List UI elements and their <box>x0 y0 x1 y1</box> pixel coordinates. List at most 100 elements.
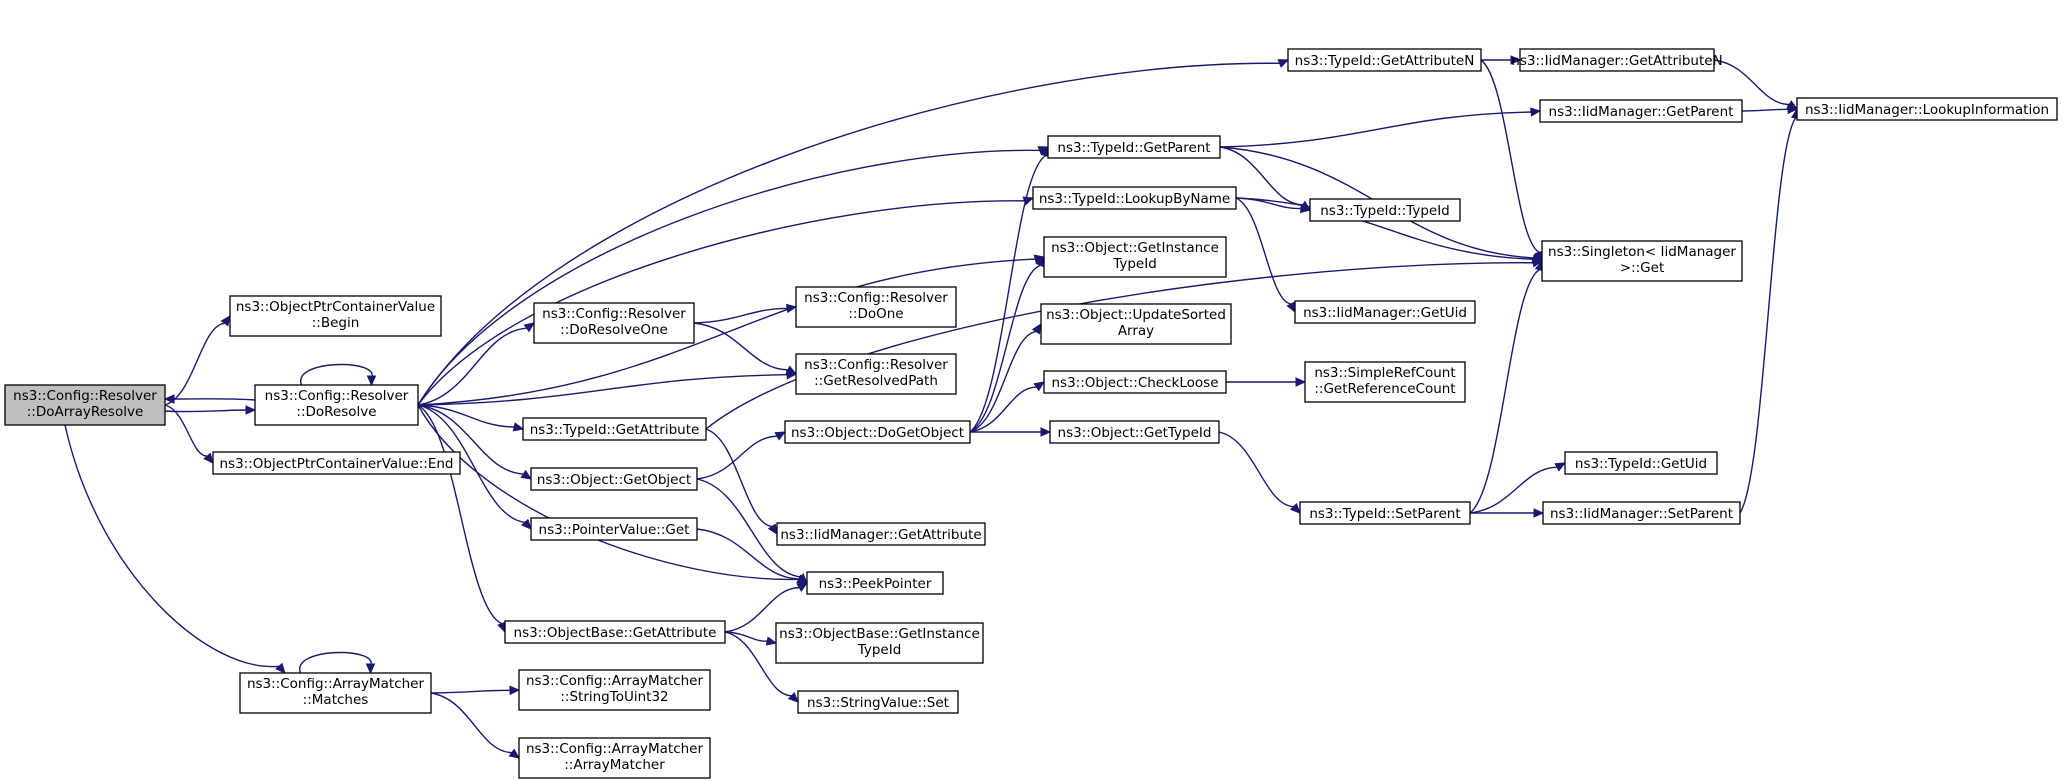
node-do-resolve[interactable]: ns3::Config::Resolver::DoResolve <box>254 384 419 426</box>
node-label-line: ns3::Config::Resolver <box>542 306 686 322</box>
node-string-to-uint32[interactable]: ns3::Config::ArrayMatcher::StringToUint3… <box>518 669 711 711</box>
edge-tid-get-attribute-to-iid-get-attribute <box>705 428 778 536</box>
edge-tid-get-attribute-n-to-iid-get-attribute-n <box>1481 55 1522 65</box>
edge-do-resolve-to-do-resolve-one <box>417 322 536 406</box>
node-tid-lookup-by-name[interactable]: ns3::TypeId::LookupByName <box>1032 186 1237 210</box>
node-label-line: ns3::Object::GetTypeId <box>1058 425 1212 441</box>
node-box <box>1539 99 1743 123</box>
node-box <box>1796 97 2058 121</box>
node-box <box>795 286 957 328</box>
node-ptr-end[interactable]: ns3::ObjectPtrContainerValue::End <box>212 451 461 475</box>
node-get-resolved-path[interactable]: ns3::Config::Resolver::GetResolvedPath <box>795 353 957 395</box>
node-peek-pointer[interactable]: ns3::PeekPointer <box>806 571 944 595</box>
arrowhead-icon <box>1530 107 1542 117</box>
node-box <box>239 672 432 714</box>
node-obj-get-object[interactable]: ns3::Object::GetObject <box>530 467 698 491</box>
edge-line <box>969 264 1041 433</box>
node-matches[interactable]: ns3::Config::ArrayMatcher::Matches <box>239 672 432 714</box>
node-tid-type-id[interactable]: ns3::TypeId::TypeId <box>1309 198 1461 222</box>
node-do-get-object[interactable]: ns3::Object::DoGetObject <box>784 420 971 444</box>
node-do-array-resolve[interactable]: ns3::Config::Resolver::DoArrayResolve <box>4 384 166 426</box>
arrowhead-icon <box>163 394 175 404</box>
node-iid-get-attribute-n[interactable]: ns3::IidManager::GetAttributeN <box>1511 48 1723 72</box>
edge-do-resolve-to-tid-get-attribute-n <box>417 59 1290 406</box>
arrowhead-icon <box>521 518 532 530</box>
arrowhead-icon <box>512 422 525 432</box>
node-ptr-value-get[interactable]: ns3::PointerValue::Get <box>530 517 698 541</box>
node-box <box>1287 48 1482 72</box>
edge-line <box>1480 59 1540 254</box>
node-box <box>254 384 419 426</box>
edge-line <box>693 322 788 371</box>
arrowhead-icon <box>1554 462 1567 472</box>
arrowhead-icon <box>508 748 520 759</box>
edge-tid-get-parent-to-iid-get-parent <box>1219 107 1542 148</box>
node-label-line: ns3::Object::DoGetObject <box>791 425 964 441</box>
edge-line <box>1218 431 1294 508</box>
node-obj-check-loose[interactable]: ns3::Object::CheckLoose <box>1043 370 1227 394</box>
arrowhead-icon <box>1531 254 1544 264</box>
edge-line <box>1739 117 1797 514</box>
edge-tid-lookup-by-name-to-iid-get-uid <box>1235 197 1296 314</box>
node-label-line: ::StringToUint32 <box>560 689 668 705</box>
node-box <box>212 451 461 475</box>
node-box <box>1564 451 1718 475</box>
node-label-line: ::DoResolveOne <box>560 322 668 338</box>
edge-obj-get-type-id-to-tid-set-parent <box>1218 431 1301 514</box>
node-tid-get-uid[interactable]: ns3::TypeId::GetUid <box>1564 451 1718 475</box>
edge-tid-get-attribute-n-to-singleton-get <box>1480 59 1544 263</box>
node-label-line: >::Get <box>1620 260 1664 276</box>
arrowhead-icon <box>1295 377 1307 387</box>
node-box <box>795 353 957 395</box>
node-box <box>530 467 698 491</box>
node-iid-get-attribute[interactable]: ns3::IidManager::GetAttribute <box>776 522 986 546</box>
node-box <box>1309 198 1461 222</box>
edge-line <box>417 200 1025 406</box>
edge-line <box>724 631 768 642</box>
node-iid-get-parent[interactable]: ns3::IidManager::GetParent <box>1539 99 1743 123</box>
edge-tid-set-parent-to-tid-get-uid <box>1469 462 1567 514</box>
node-iid-set-parent[interactable]: ns3::IidManager::SetParent <box>1542 501 1741 525</box>
node-label-line: ns3::Config::Resolver <box>13 388 157 404</box>
node-ob-get-attribute[interactable]: ns3::ObjectBase::GetAttribute <box>504 620 726 644</box>
node-tid-set-parent[interactable]: ns3::TypeId::SetParent <box>1299 501 1471 525</box>
edge-ptr-value-get-to-peek-pointer <box>696 528 809 584</box>
node-obj-get-type-id[interactable]: ns3::Object::GetTypeId <box>1049 420 1220 444</box>
node-label-line: ns3::IidManager::GetUid <box>1303 305 1467 321</box>
arrowhead-icon <box>365 663 376 675</box>
node-label-line: ns3::Object::GetInstance <box>1051 240 1219 256</box>
edge-line <box>693 307 788 324</box>
edge-line <box>724 586 800 633</box>
node-ptr-begin[interactable]: ns3::ObjectPtrContainerValue::Begin <box>229 295 442 337</box>
node-iid-lookup-information[interactable]: ns3::IidManager::LookupInformation <box>1796 97 2058 121</box>
arrowhead-icon <box>1277 59 1290 68</box>
node-tid-get-attribute[interactable]: ns3::TypeId::GetAttribute <box>522 417 707 441</box>
node-label-line: ns3::Config::Resolver <box>804 290 948 306</box>
edge-line <box>969 386 1037 433</box>
node-singleton-get[interactable]: ns3::Singleton< IidManager>::Get <box>1541 240 1743 282</box>
edge-do-resolve-to-obj-get-object <box>417 404 533 480</box>
node-label-line: ns3::Config::ArrayMatcher <box>247 676 425 692</box>
node-do-one[interactable]: ns3::Config::Resolver::DoOne <box>795 286 957 328</box>
node-box <box>806 571 944 595</box>
node-label-line: ns3::TypeId::LookupByName <box>1039 191 1230 207</box>
node-tid-get-attribute-n[interactable]: ns3::TypeId::GetAttributeN <box>1287 48 1482 72</box>
node-array-matcher[interactable]: ns3::Config::ArrayMatcher::ArrayMatcher <box>518 737 711 779</box>
arrowhead-icon <box>366 375 377 387</box>
node-label-line: ns3::IidManager::GetParent <box>1549 104 1734 120</box>
edge-iid-set-parent-to-iid-lookup-information <box>1739 107 1801 514</box>
node-tid-get-parent[interactable]: ns3::TypeId::GetParent <box>1047 135 1221 159</box>
edge-do-resolve-to-do-resolve <box>300 363 377 387</box>
node-do-resolve-one[interactable]: ns3::Config::Resolver::DoResolveOne <box>533 302 695 344</box>
node-label-line: ::Begin <box>312 315 360 331</box>
edge-line <box>417 404 526 524</box>
node-simple-ref-count[interactable]: ns3::SimpleRefCount::GetReferenceCount <box>1304 361 1466 403</box>
nodes-layer: ns3::Config::Resolver::DoArrayResolvens3… <box>4 48 2058 779</box>
node-string-value-set[interactable]: ns3::StringValue::Set <box>797 690 959 714</box>
node-label-line: ns3::IidManager::GetAttributeN <box>1511 53 1722 69</box>
node-iid-get-uid[interactable]: ns3::IidManager::GetUid <box>1294 300 1476 324</box>
edge-line <box>417 149 1040 406</box>
